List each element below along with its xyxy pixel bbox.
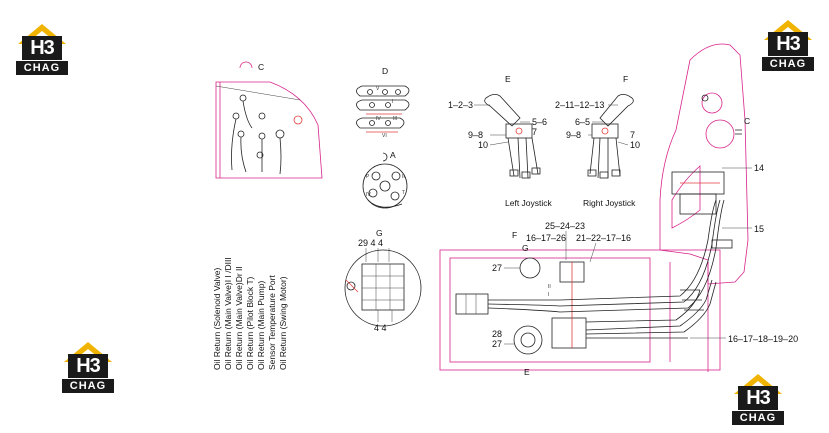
view-f-label: F <box>623 74 628 84</box>
logo-brand: CHAG <box>16 61 68 75</box>
legend-item: Oil Return (Pilot Block T) <box>245 276 255 370</box>
logo-brand: CHAG <box>762 57 814 71</box>
joystick-callout: 7 <box>532 127 537 137</box>
view-c-detail: C <box>215 61 323 179</box>
callout-21-22-17-16: 21–22–17–16 <box>576 233 631 243</box>
view-g-callout-bottom: 4 4 <box>374 323 387 333</box>
logo-mark: H3 <box>68 354 108 378</box>
callout-28: 28 <box>492 329 502 339</box>
view-d-label: D <box>382 66 388 76</box>
logo-mark: H3 <box>22 36 62 60</box>
port-label: P <box>366 174 370 180</box>
view-g-label: G <box>376 228 383 238</box>
callout-27-top: 27 <box>492 263 502 273</box>
view-g-callout-top: 29 4 4 <box>358 238 383 248</box>
port-label: IV <box>366 192 371 198</box>
callout-15: 15 <box>754 224 764 234</box>
left-joystick-title: Left Joystick <box>505 198 553 208</box>
view-g-mid-label: G <box>522 243 529 253</box>
callout-16-20: 16–17–18–19–20 <box>728 334 798 344</box>
port-label: V <box>376 86 380 92</box>
left-joystick-detail: E 1–2–3 5–6 9–8 7 10 Left Joystick <box>448 74 553 208</box>
port-label: I <box>392 99 393 105</box>
logo-brand: CHAG <box>62 379 114 393</box>
callout-25-24-23: 25–24–23 <box>545 221 585 231</box>
port-label: T <box>402 190 405 196</box>
legend-item: Oil Return (Swing Motor) <box>278 276 288 370</box>
oil-return-legend: Oil Return (Solenoid Valve) Oil Return (… <box>212 257 288 370</box>
legend-item: Sensor Temperature Port <box>267 275 277 370</box>
callout-27-bottom: 27 <box>492 339 502 349</box>
view-a-label: A <box>390 150 396 160</box>
port-label: I <box>548 292 549 298</box>
joystick-callout: 7 <box>630 130 635 140</box>
legend-item: Oil Return (Solenoid Valve) <box>212 267 222 370</box>
logo-mark: H3 <box>738 386 778 410</box>
port-label: II <box>548 284 551 290</box>
right-joystick-title: Right Joystick <box>583 198 636 208</box>
chag-logo: H3 CHAG <box>58 340 118 396</box>
port-label: VI <box>382 133 387 139</box>
legend-item: Oil Return (Main Valve)Dr II <box>234 266 244 370</box>
joystick-callout: 9–8 <box>468 130 483 140</box>
chag-logo: H3 CHAG <box>728 372 788 428</box>
joystick-callout: 6–5 <box>575 117 590 127</box>
chag-logo: H3 CHAG <box>758 18 818 74</box>
view-c-label: C <box>258 62 264 72</box>
logo-mark: H3 <box>768 32 808 56</box>
port-label: II <box>402 174 405 180</box>
right-joystick-detail: F 2–11–12–13 6–5 9–8 7 10 Right Joystick <box>555 74 640 208</box>
joystick-callout: 2–11–12–13 <box>555 100 604 110</box>
legend-item: Oil Return (Main Pump) <box>256 281 266 370</box>
view-a-detail: A P II IV T <box>362 150 408 209</box>
callout-16-17-26: 16–17–26 <box>526 233 566 243</box>
joystick-callout: 10 <box>478 140 488 150</box>
view-g-detail: G 29 4 4 4 4 <box>344 228 422 333</box>
joystick-callout: 10 <box>630 140 640 150</box>
legend-item: Oil Return (Main Valve)I I /DIII <box>223 257 233 370</box>
joystick-callout: 9–8 <box>566 130 581 140</box>
joystick-callout: 1–2–3 <box>448 100 473 110</box>
port-label: IV <box>376 116 381 122</box>
view-e-bottom-label: E <box>524 367 530 377</box>
chag-logo: H3 CHAG <box>12 22 72 78</box>
port-label: III <box>393 116 397 122</box>
view-e-label: E <box>505 74 511 84</box>
logo-brand: CHAG <box>732 411 784 425</box>
view-f-mid-label: F <box>512 230 517 240</box>
view-d-detail: D V I IV III VI <box>356 66 410 139</box>
main-layout-drawing: C F G E 14 15 25–24–23 16–17–26 21–22–17… <box>439 43 798 377</box>
view-c-right-label: C <box>744 116 750 126</box>
callout-14: 14 <box>754 163 764 173</box>
joystick-callout: 5–6 <box>532 117 547 127</box>
